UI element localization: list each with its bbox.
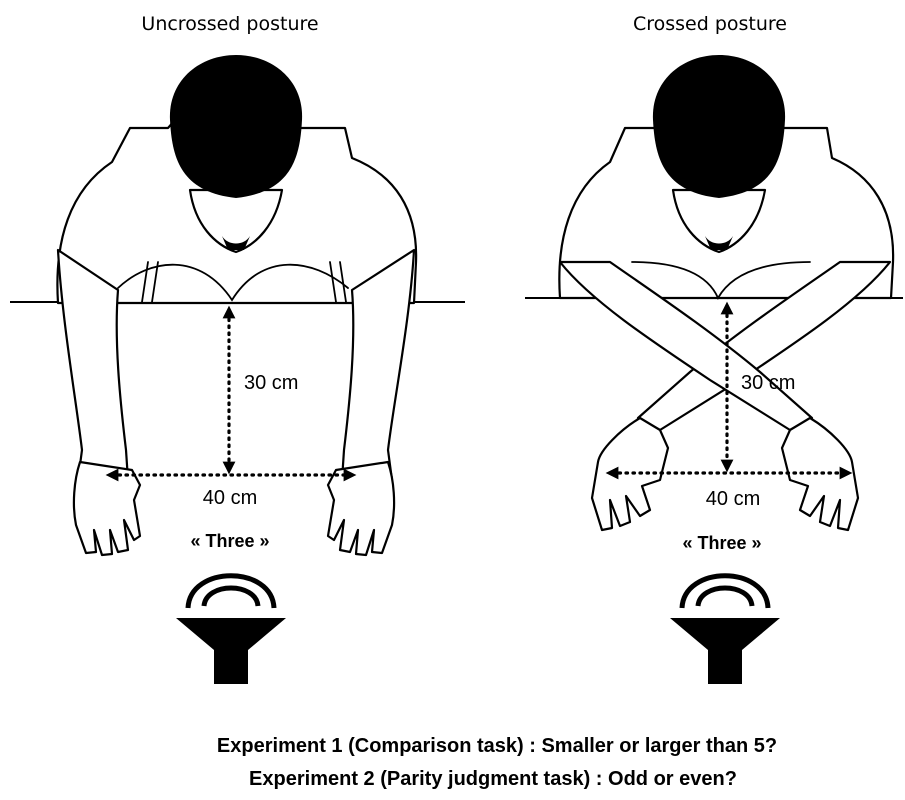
uncrossed-horizontal-label: 40 cm (203, 487, 257, 509)
uncrossed-speaker (176, 576, 286, 684)
speaker-icon (176, 618, 286, 684)
head-icon (653, 55, 785, 198)
uncrossed-panel: Uncrossed posture 30 (10, 13, 465, 684)
crossed-panel: Crossed posture 30 cm 40 cm « Three » (525, 13, 903, 684)
uncrossed-spoken-number: « Three » (190, 531, 269, 551)
sound-wave-icon (682, 576, 768, 608)
crossed-spoken-number: « Three » (682, 533, 761, 553)
uncrossed-title: Uncrossed posture (141, 13, 318, 35)
crossed-vertical-label: 30 cm (741, 372, 795, 394)
speaker-icon (670, 618, 780, 684)
uncrossed-left-hand (74, 462, 140, 555)
head-icon (170, 55, 302, 198)
crossed-horizontal-label: 40 cm (706, 488, 760, 510)
crossed-speaker (670, 576, 780, 684)
sound-wave-icon (188, 576, 274, 608)
experiment-1-caption: Experiment 1 (Comparison task) : Smaller… (217, 735, 777, 757)
crossed-title: Crossed posture (633, 13, 787, 35)
uncrossed-vertical-label: 30 cm (244, 372, 298, 394)
experiment-2-caption: Experiment 2 (Parity judgment task) : Od… (249, 768, 737, 790)
